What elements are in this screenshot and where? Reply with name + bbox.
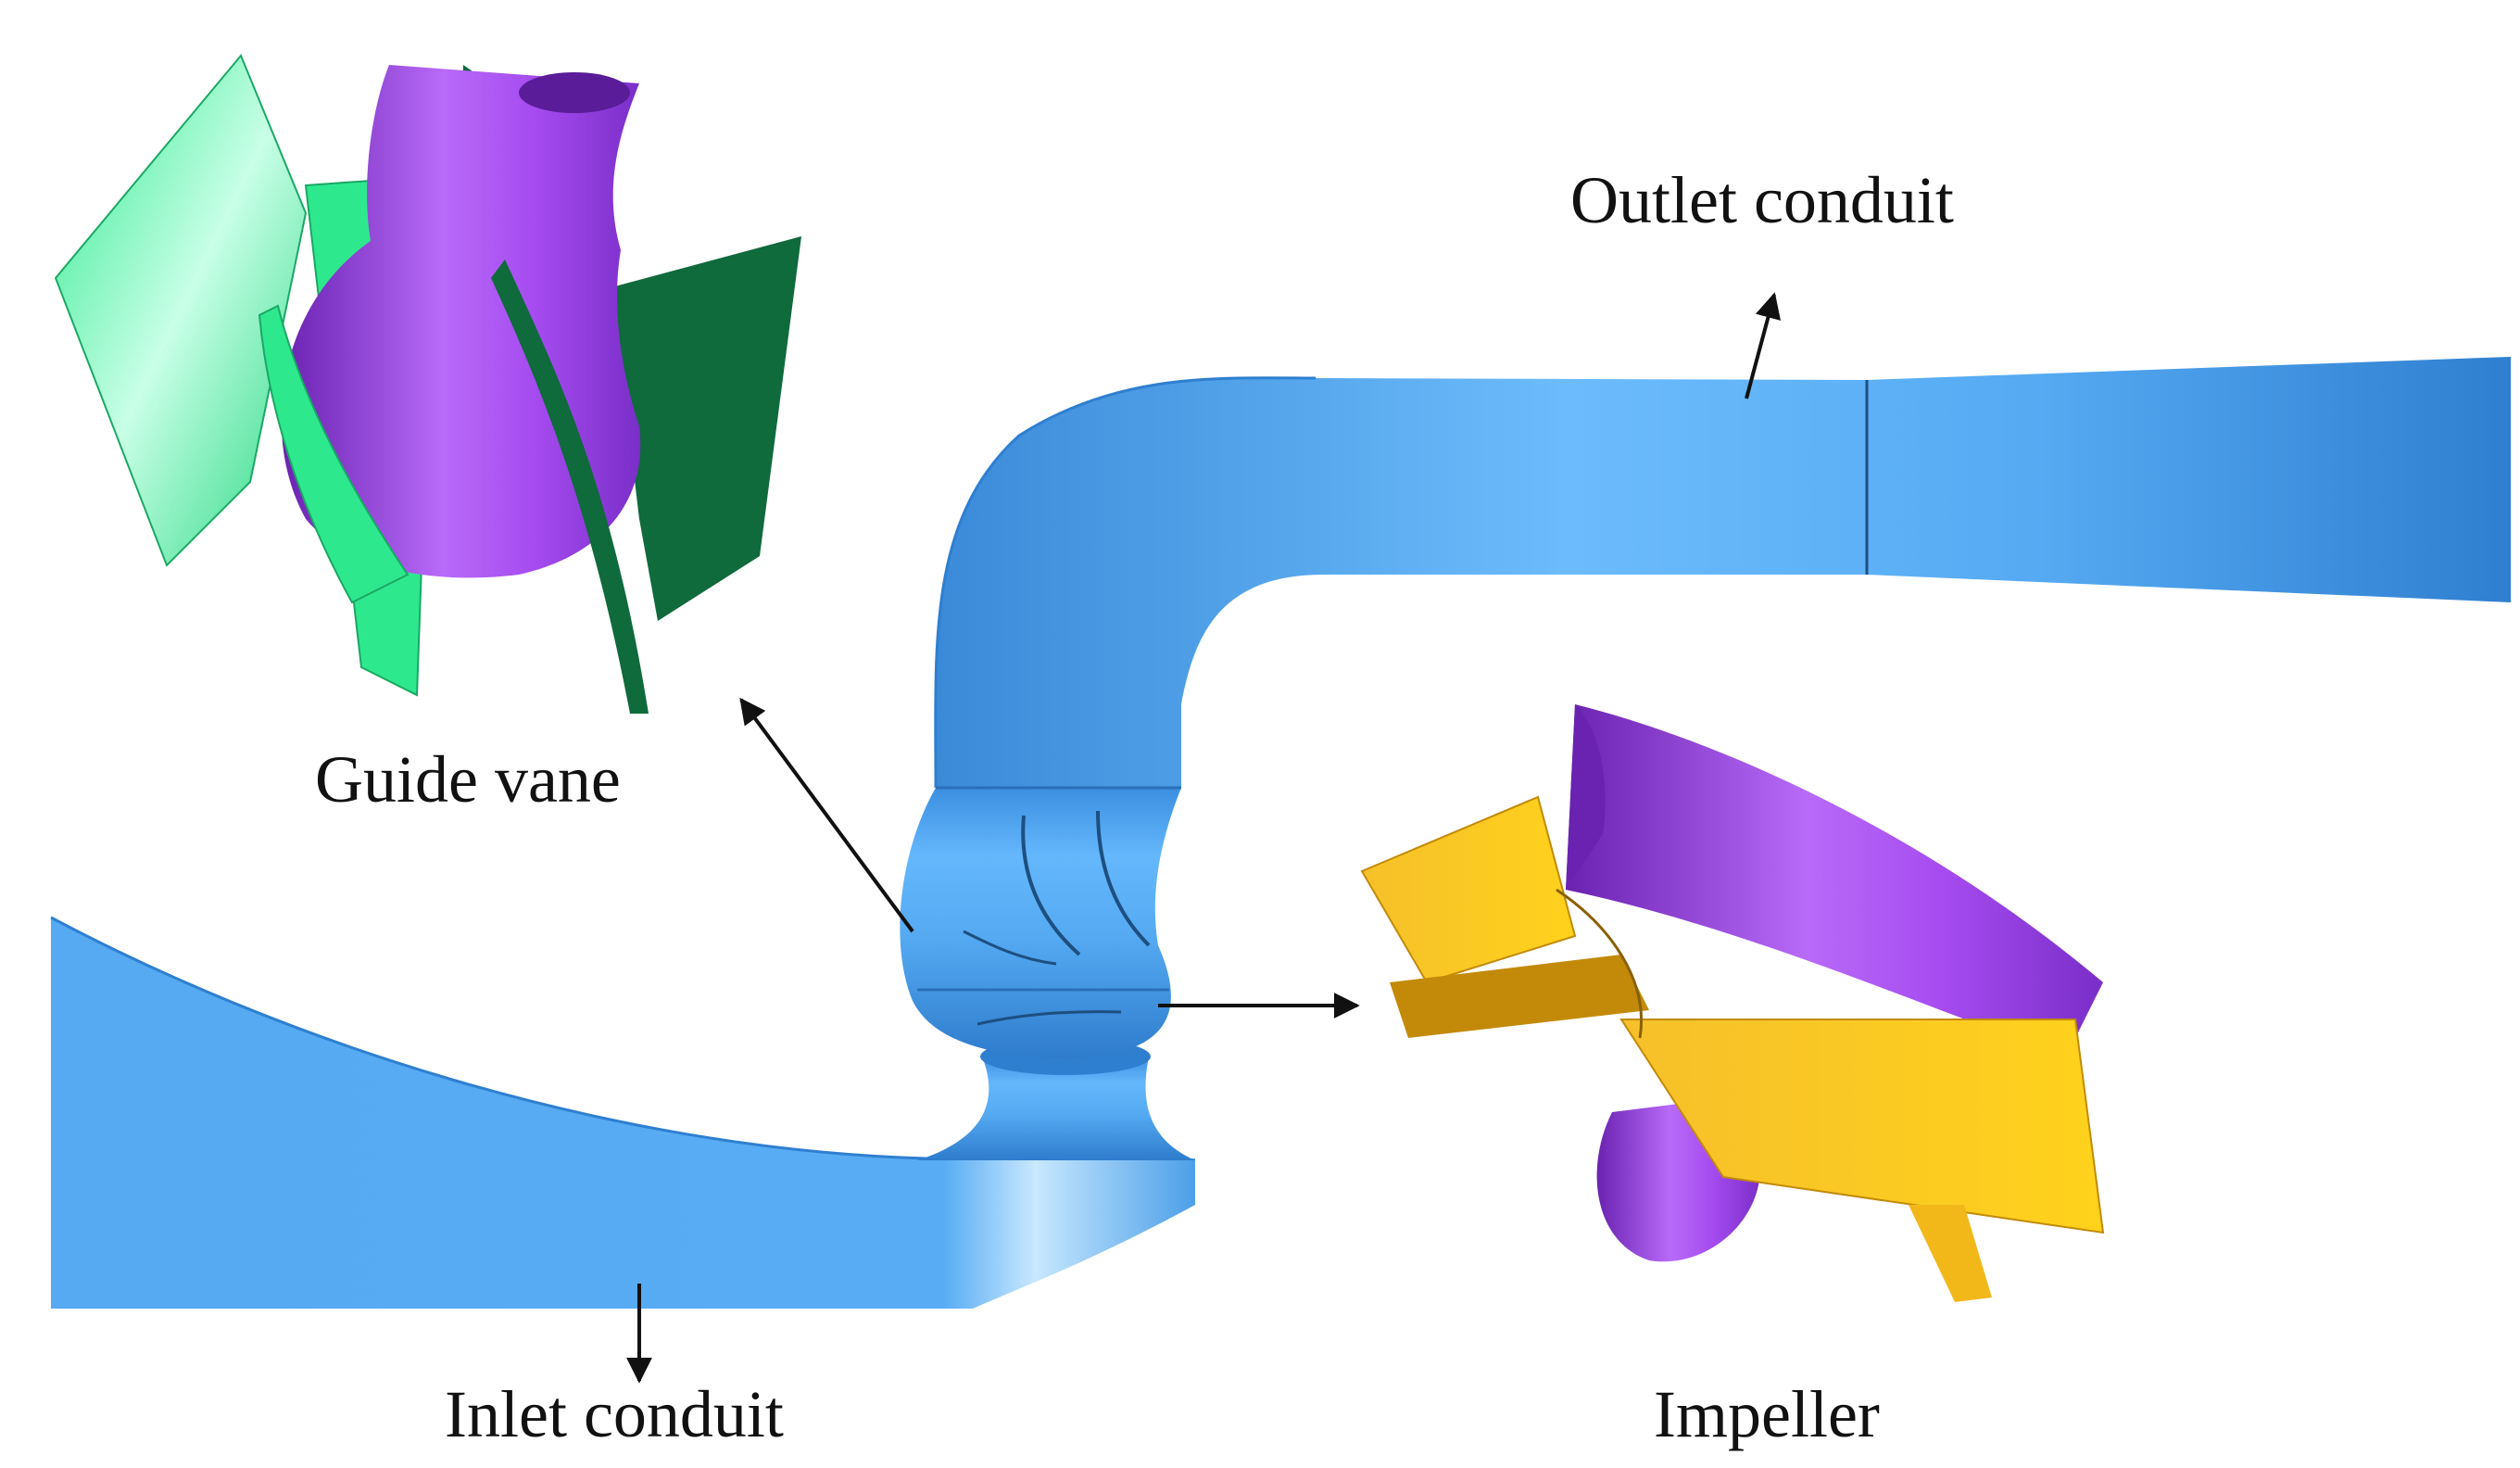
outlet-conduit-body — [934, 357, 2512, 790]
guide-vane-illustration — [54, 54, 801, 714]
outlet-conduit-label: Outlet conduit — [1570, 163, 1954, 237]
guide-vane-label: Guide vane — [315, 742, 621, 816]
impeller-label: Impeller — [1654, 1377, 1880, 1451]
guide-vane-arrow — [739, 697, 914, 933]
inlet-conduit-body — [50, 916, 1195, 1309]
pump-bulb-housing — [900, 788, 1181, 1058]
impeller-illustration — [1360, 704, 2105, 1302]
inlet-conduit-label: Inlet conduit — [445, 1377, 784, 1451]
outlet-arrow — [1745, 292, 1782, 399]
